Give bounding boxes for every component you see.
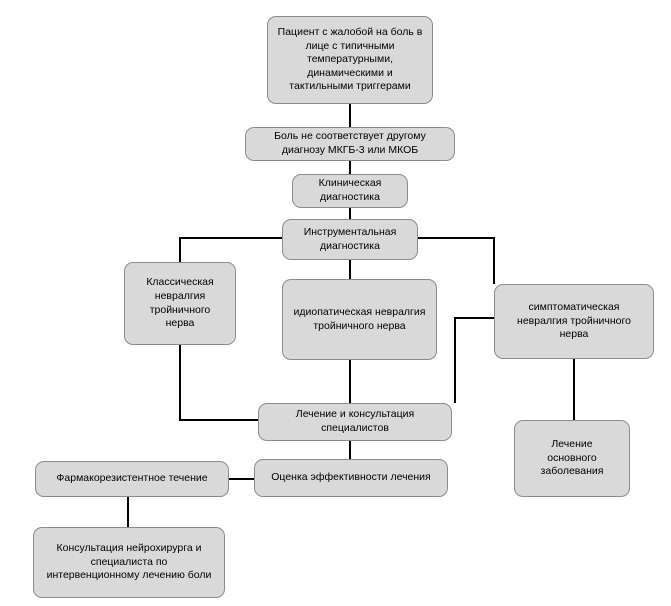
node-pharmacoresistant-course: Фармакорезистентное течение	[35, 461, 229, 497]
node-classic-neuralgia-text: Классическая невралгия тройничного нерва	[146, 276, 214, 330]
node-pharmacoresistant-course-text: Фармакорезистентное течение	[56, 472, 208, 485]
node-idiopathic-neuralgia: идиопатическая невралгия тройничного нер…	[282, 279, 437, 360]
node-neurosurgeon-consultation-text: Консультация нейрохирурга и специалиста …	[46, 542, 212, 582]
node-underlying-disease-treatment-text: Лечение основного заболевания	[540, 438, 604, 478]
node-patient-complaint-text: Пациент с жалобой на боль в лице с типич…	[277, 25, 423, 93]
node-instrumental-diagnostics-text: Инструментальная диагностика	[303, 225, 397, 252]
connector-instrumental-to-symptomatic	[418, 237, 495, 284]
node-not-other-diagnosis: Боль не соответствует другому диагнозу М…	[245, 127, 455, 161]
connector-symptomatic-to-treatment	[454, 317, 494, 403]
node-symptomatic-neuralgia-text: симптоматическая невралгия тройничного н…	[517, 301, 631, 341]
node-not-other-diagnosis-text: Боль не соответствует другому диагнозу М…	[274, 130, 426, 156]
node-patient-complaint: Пациент с жалобой на боль в лице с типич…	[267, 16, 433, 104]
node-effectiveness-assessment-text: Оценка эффективности лечения	[271, 471, 431, 484]
node-symptomatic-neuralgia: симптоматическая невралгия тройничного н…	[494, 284, 654, 359]
connector-classic-to-treatment	[179, 345, 258, 421]
node-clinical-diagnostics-text: Клиническая диагностика	[318, 177, 382, 203]
node-instrumental-diagnostics: Инструментальная диагностика	[282, 219, 418, 260]
node-effectiveness-assessment: Оценка эффективности лечения	[254, 459, 448, 497]
node-neurosurgeon-consultation: Консультация нейрохирурга и специалиста …	[33, 527, 225, 598]
node-clinical-diagnostics: Клиническая диагностика	[292, 174, 408, 208]
node-idiopathic-neuralgia-text: идиопатическая невралгия тройничного нер…	[293, 305, 426, 332]
node-treatment-consultation: Лечение и консультация специалистов	[258, 403, 452, 441]
node-underlying-disease-treatment: Лечение основного заболевания	[514, 420, 630, 497]
node-treatment-consultation-text: Лечение и консультация специалистов	[295, 408, 415, 434]
connector-instrumental-to-classic	[179, 237, 282, 262]
node-classic-neuralgia: Классическая невралгия тройничного нерва	[124, 262, 236, 345]
